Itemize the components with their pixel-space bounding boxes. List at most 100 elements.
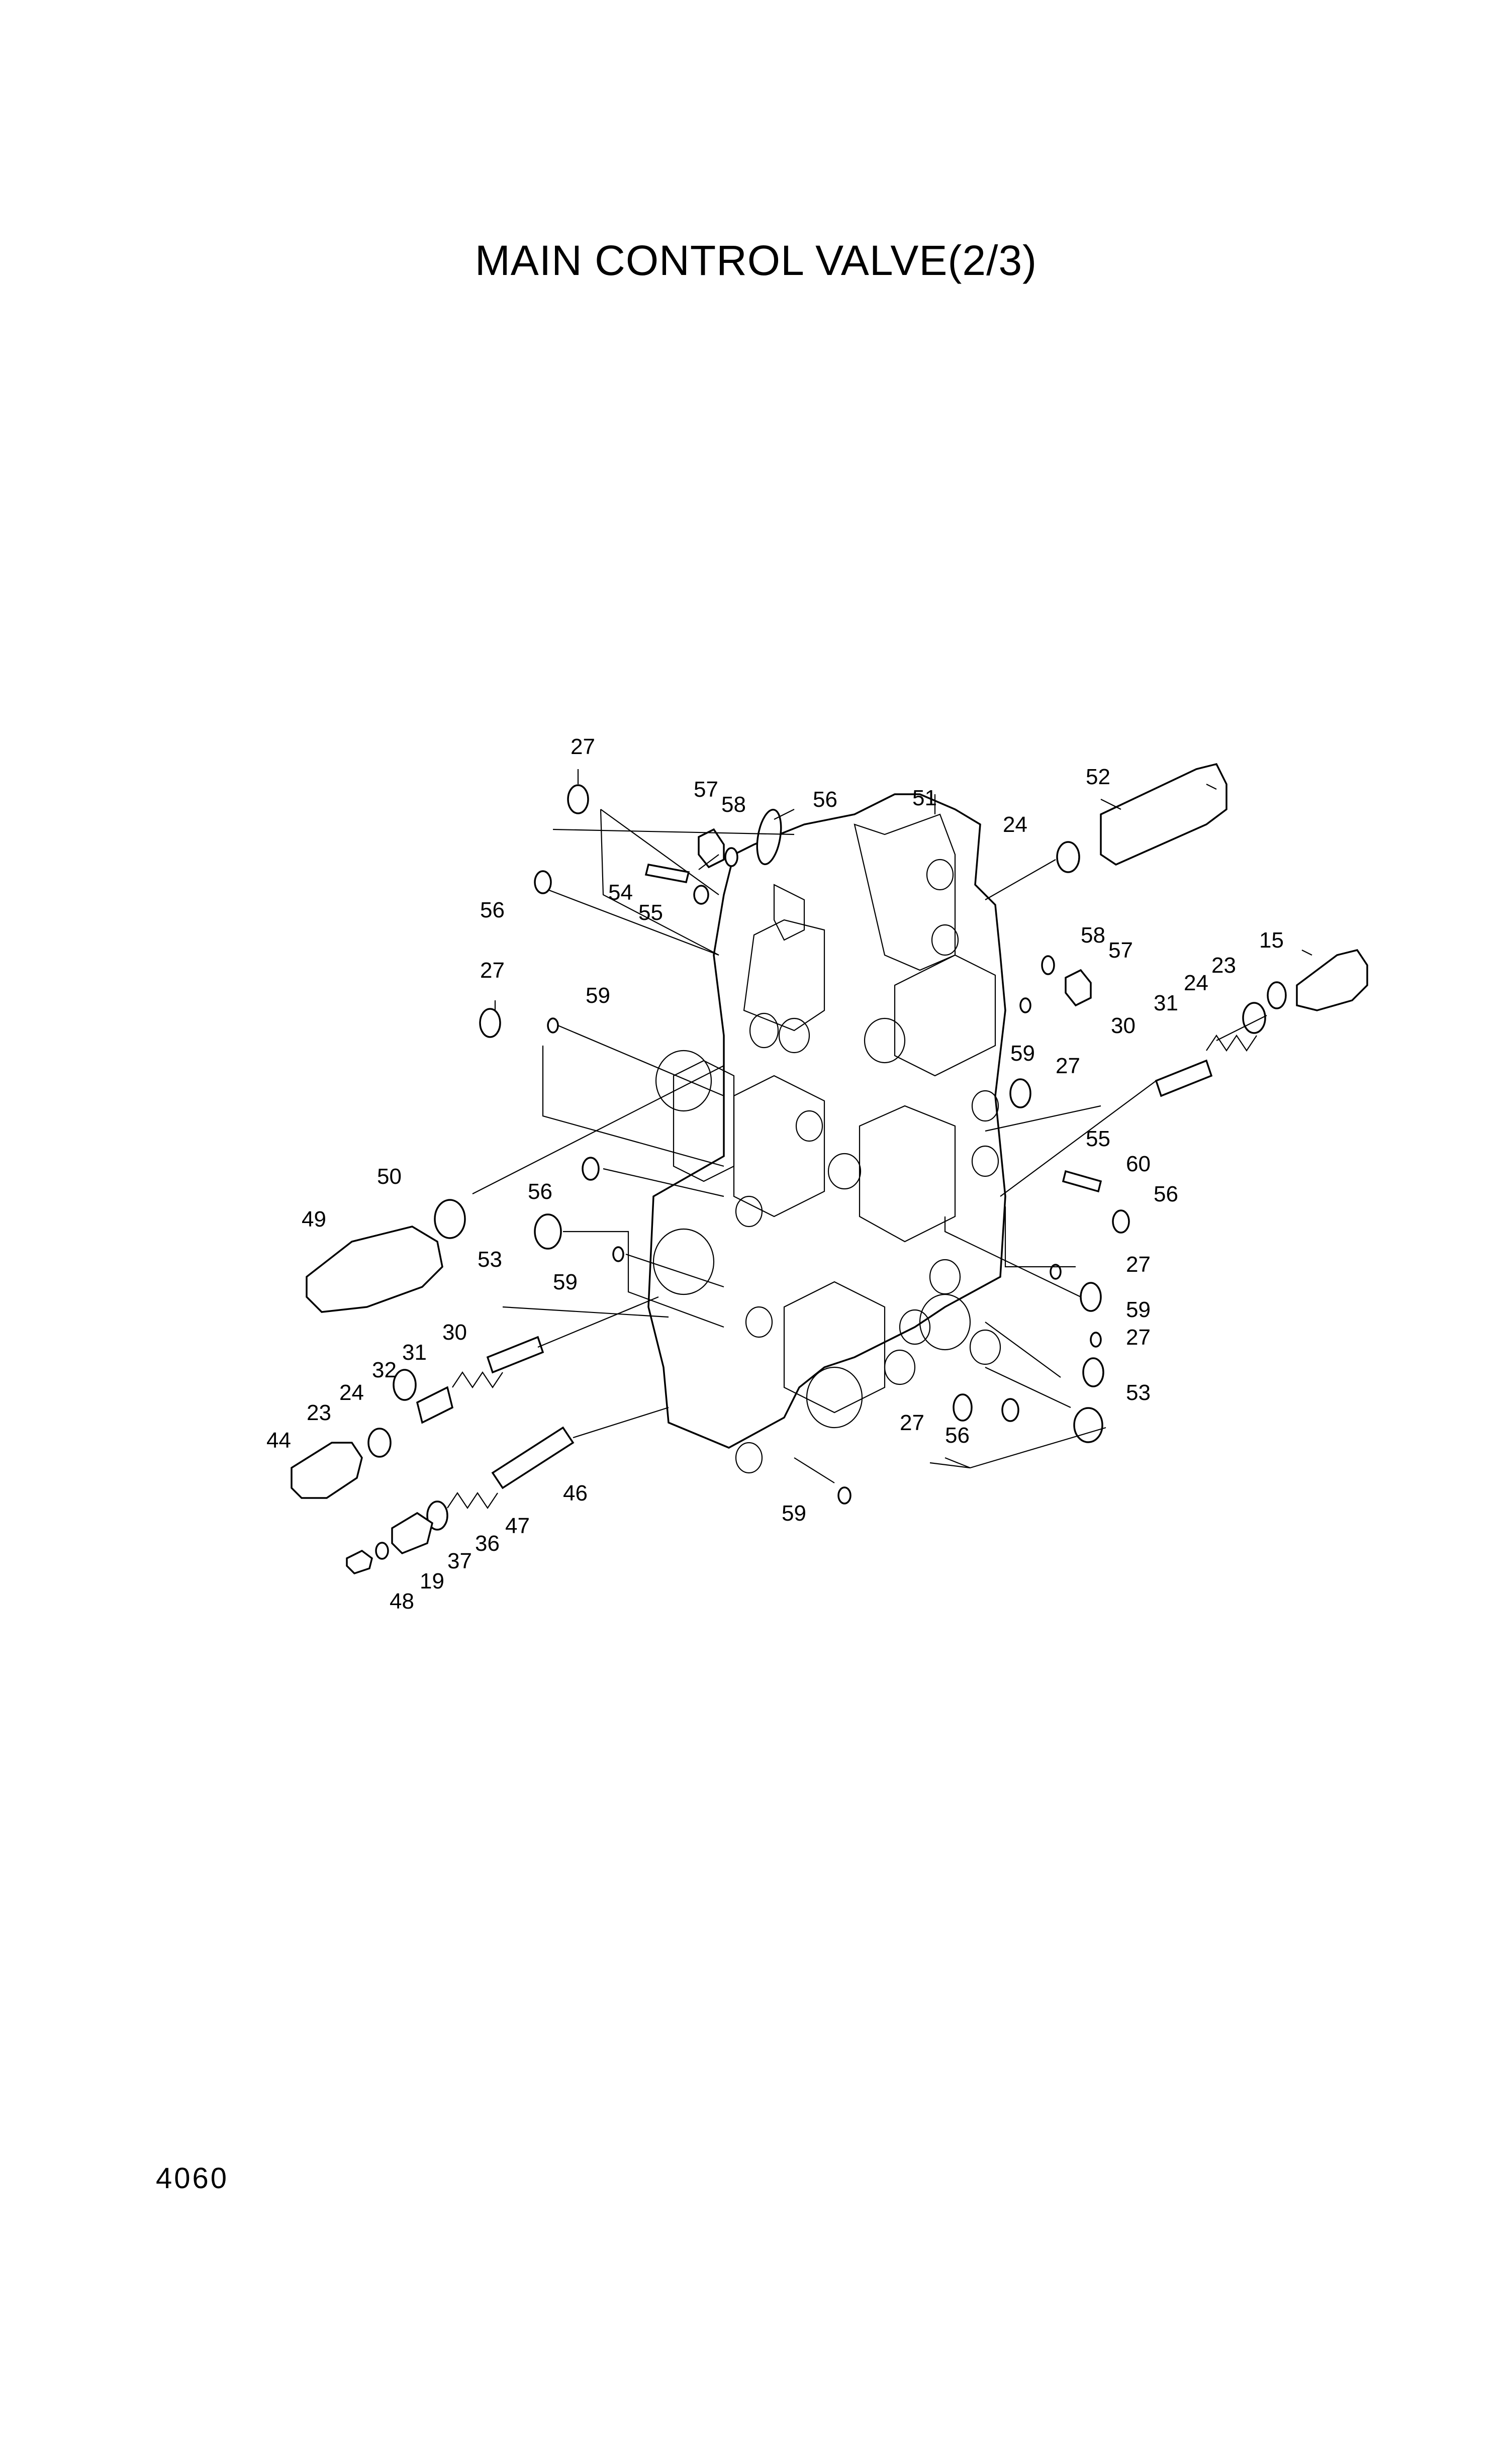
- o-ring-59: [612, 1246, 624, 1262]
- plug-57: [1065, 969, 1092, 1007]
- callout-24: 24: [339, 1380, 364, 1405]
- valve-body: [647, 793, 1006, 1474]
- o-ring-56: [756, 808, 782, 866]
- o-ring-56: [582, 1157, 600, 1181]
- ring-23: [367, 1428, 392, 1458]
- leader-lines: [472, 769, 1312, 1483]
- o-ring-27: [1009, 1078, 1031, 1108]
- bolt-54: [644, 863, 690, 884]
- callout-59: 59: [553, 1270, 578, 1294]
- o-ring-27: [1080, 1282, 1102, 1312]
- o-ring-24: [1242, 1002, 1266, 1034]
- o-ring-19: [375, 1542, 389, 1560]
- plug-57: [698, 828, 725, 869]
- callout-55: 55: [638, 900, 663, 925]
- callout-27: 27: [900, 1411, 924, 1435]
- callout-51: 51: [912, 786, 937, 810]
- plug-48: [346, 1549, 373, 1575]
- spool-46: [491, 1426, 575, 1489]
- callout-31: 31: [402, 1340, 427, 1365]
- valve-49: [306, 1226, 443, 1313]
- spool-30: [486, 1336, 544, 1374]
- callout-55: 55: [1086, 1127, 1110, 1151]
- callout-56: 56: [813, 787, 837, 812]
- callout-52: 52: [1086, 765, 1110, 789]
- callout-59: 59: [586, 983, 610, 1008]
- callout-23: 23: [1211, 953, 1236, 978]
- o-ring-56: [534, 870, 552, 894]
- bolt-60: [1062, 1170, 1102, 1193]
- sleeve-32: [416, 1386, 454, 1424]
- callout-50: 50: [377, 1164, 402, 1189]
- plug-44: [291, 1442, 363, 1499]
- o-ring-27: [1082, 1357, 1104, 1387]
- o-ring-59: [1090, 1332, 1102, 1348]
- spring-31: [452, 1371, 503, 1388]
- o-ring-56: [1112, 1209, 1130, 1234]
- o-ring-27: [953, 1393, 973, 1422]
- spring-47: [447, 1492, 498, 1509]
- callout-53: 53: [478, 1247, 502, 1272]
- diagram-title: MAIN CONTROL VALVE(2/3): [475, 237, 1037, 284]
- callout-57: 57: [1108, 938, 1133, 963]
- callout-56: 56: [528, 1179, 552, 1204]
- callout-58: 58: [721, 792, 746, 817]
- callout-56: 56: [480, 898, 505, 922]
- callout-44: 44: [266, 1428, 291, 1453]
- callout-19: 19: [420, 1569, 444, 1593]
- callout-58: 58: [1081, 923, 1105, 948]
- callout-15: 15: [1259, 928, 1284, 953]
- callout-47: 47: [505, 1514, 530, 1538]
- o-ring-27: [567, 784, 589, 814]
- callout-60: 60: [1126, 1152, 1151, 1176]
- callout-31: 31: [1154, 991, 1178, 1015]
- callout-59: 59: [1010, 1041, 1035, 1066]
- callout-37: 37: [447, 1549, 472, 1573]
- o-ring-53: [1073, 1407, 1103, 1443]
- cap-15: [1296, 949, 1368, 1011]
- callout-46: 46: [563, 1481, 588, 1506]
- plug-37: [391, 1512, 433, 1555]
- washer-55: [693, 885, 709, 905]
- callout-30: 30: [442, 1320, 467, 1345]
- o-ring-50: [434, 1199, 466, 1239]
- callout-53: 53: [1126, 1380, 1151, 1405]
- component-parts: [291, 763, 1368, 1575]
- callout-27: 27: [571, 734, 595, 759]
- spool-30: [1155, 1059, 1213, 1097]
- callout-56: 56: [1154, 1182, 1178, 1206]
- callout-48: 48: [390, 1589, 414, 1614]
- o-ring-53: [534, 1213, 562, 1250]
- callout-23: 23: [307, 1400, 331, 1425]
- callout-59: 59: [1126, 1297, 1151, 1322]
- callout-36: 36: [475, 1531, 500, 1556]
- callout-27: 27: [1126, 1325, 1151, 1350]
- o-ring-27: [479, 1008, 501, 1038]
- callout-27: 27: [1126, 1252, 1151, 1277]
- callout-59: 59: [782, 1501, 806, 1526]
- callout-56: 56: [945, 1423, 970, 1448]
- callout-30: 30: [1111, 1013, 1136, 1038]
- callout-57: 57: [694, 777, 718, 802]
- callout-27: 27: [1056, 1054, 1080, 1078]
- o-ring-58: [1041, 955, 1055, 975]
- o-ring-24: [1056, 841, 1080, 873]
- callout-32: 32: [372, 1358, 397, 1382]
- page-number: 4060: [156, 2162, 229, 2195]
- callout-27: 27: [480, 958, 505, 983]
- o-ring-56: [1001, 1398, 1019, 1422]
- spring-31: [1206, 1035, 1257, 1052]
- relief-valve-52: [1100, 763, 1227, 866]
- o-ring-58: [724, 847, 738, 867]
- callout-24: 24: [1003, 812, 1027, 837]
- callout-54: 54: [608, 880, 633, 905]
- ring-23: [1267, 981, 1287, 1009]
- o-ring-59: [547, 1017, 559, 1034]
- callout-labels: 27 57 58 56 51 52 24 54 55 56 58 57 15 2…: [266, 734, 1284, 1614]
- o-ring-59: [837, 1486, 852, 1505]
- o-ring-59: [1019, 997, 1031, 1013]
- callout-49: 49: [302, 1207, 326, 1232]
- ring-55: [1050, 1264, 1062, 1280]
